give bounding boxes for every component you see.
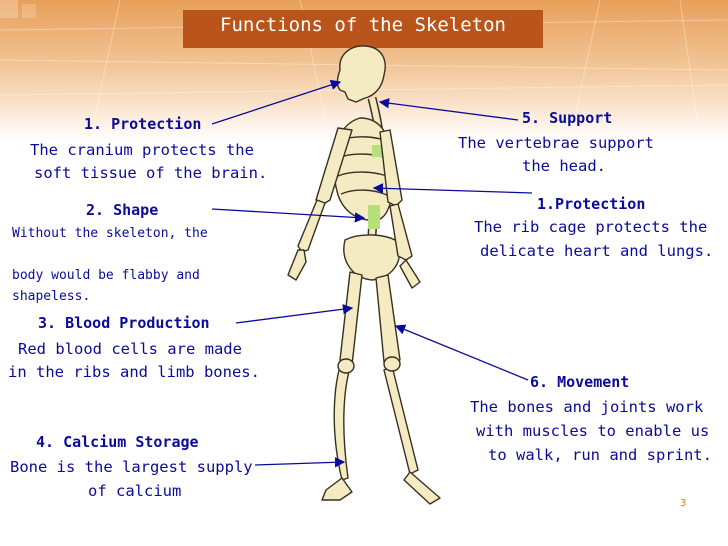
movement-line-3: to walk, run and sprint. bbox=[488, 446, 712, 464]
protection-cranium-line-2: soft tissue of the brain. bbox=[34, 164, 268, 182]
movement-line-1: The bones and joints work bbox=[470, 398, 704, 416]
blood-production-heading: 3. Blood Production bbox=[38, 314, 210, 332]
protection-ribs-line-2: delicate heart and lungs. bbox=[480, 242, 714, 260]
protection-cranium-line-1: The cranium protects the bbox=[30, 141, 254, 159]
shape-line-3: shapeless. bbox=[12, 289, 91, 304]
slide-title: Functions of the Skeleton bbox=[220, 14, 506, 36]
blood-production-line-1: Red blood cells are made bbox=[18, 340, 242, 358]
page-number: 3 bbox=[680, 498, 687, 509]
title-bar bbox=[183, 10, 543, 48]
shape-line-1: Without the skeleton, the bbox=[12, 226, 208, 241]
calcium-storage-heading: 4. Calcium Storage bbox=[36, 433, 199, 451]
movement-line-2: with muscles to enable us bbox=[476, 422, 710, 440]
protection-cranium-heading: 1. Protection bbox=[84, 115, 202, 133]
support-line-1: The vertebrae support bbox=[458, 134, 654, 152]
support-line-2: the head. bbox=[522, 157, 606, 175]
protection-ribs-heading: 1.Protection bbox=[537, 195, 646, 213]
movement-heading: 6. Movement bbox=[530, 373, 630, 391]
support-heading: 5. Support bbox=[522, 109, 613, 127]
calcium-storage-line-1: Bone is the largest supply bbox=[10, 458, 253, 476]
protection-ribs-line-1: The rib cage protects the bbox=[474, 218, 708, 236]
calcium-storage-line-2: of calcium bbox=[88, 482, 182, 500]
blood-production-line-2: in the ribs and limb bones. bbox=[8, 363, 260, 381]
shape-line-2: body would be flabby and bbox=[12, 268, 200, 283]
shape-heading: 2. Shape bbox=[86, 201, 159, 219]
